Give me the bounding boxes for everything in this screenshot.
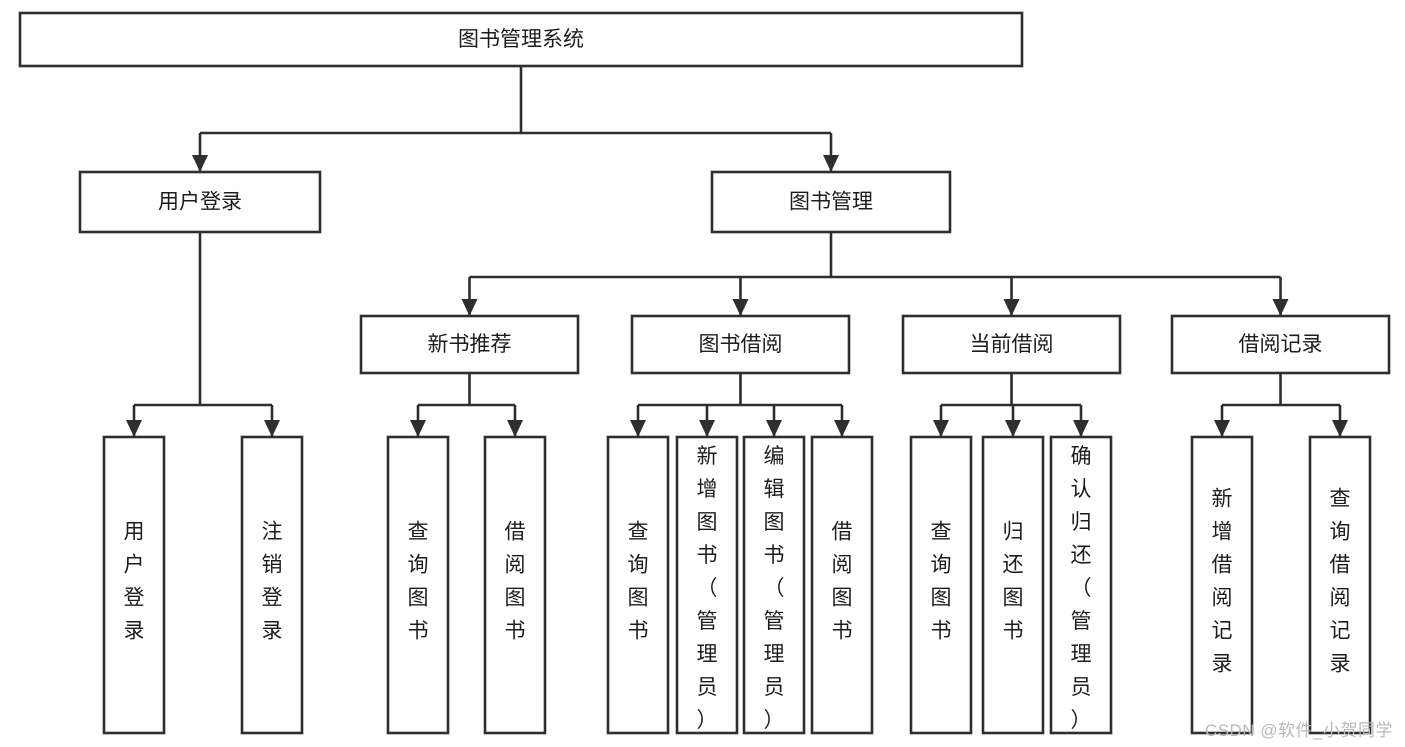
node-leaf-10[interactable]: 确认归还（管理员） [1049,435,1113,735]
arrow-head-icon [630,420,646,437]
node-level3-1-label: 图书借阅 [699,333,783,356]
node-leaf-8-box [909,435,973,735]
node-level3-1-box [630,314,851,375]
node-leaf-2-box [386,435,450,735]
arrow-head-icon [766,420,782,437]
node-level2-0[interactable]: 用户登录 [78,170,322,234]
node-leaf-8-label: 查询图书 [931,521,952,643]
arrow-head-icon [823,155,839,172]
node-leaf-5-box [675,435,739,735]
node-level3-2[interactable]: 当前借阅 [901,314,1122,375]
node-leaf-12-box [1308,435,1372,735]
arrow-head-icon [410,420,426,437]
node-leaf-12-label: 查询借阅记录 [1330,488,1351,676]
csdn-watermark: CSDN @软件_小贺同学 [1204,721,1393,740]
node-layer: 图书管理系统用户登录图书管理新书推荐图书借阅当前借阅借阅记录用户登录注销登录查询… [18,11,1391,735]
arrow-head-icon [1003,299,1020,316]
node-level2-1-label: 图书管理 [789,191,873,214]
node-leaf-9-box [981,435,1045,735]
node-leaf-8[interactable]: 查询图书 [909,435,973,735]
node-leaf-10-label: 确认归还（管理员） [1071,445,1092,732]
node-leaf-9-label: 归还图书 [1003,521,1024,643]
node-leaf-2[interactable]: 查询图书 [386,435,450,735]
arrow-head-icon [264,420,280,437]
node-leaf-11-label: 新增借阅记录 [1212,488,1233,676]
arrow-head-icon [732,299,749,316]
node-level3-3[interactable]: 借阅记录 [1170,314,1391,375]
node-root-label: 图书管理系统 [458,28,584,51]
arrow-head-icon [1214,420,1230,437]
node-level3-1[interactable]: 图书借阅 [630,314,851,375]
arrow-head-icon [507,420,523,437]
node-leaf-4-box [606,435,670,735]
node-level3-3-label: 借阅记录 [1239,333,1323,356]
node-leaf-11[interactable]: 新增借阅记录 [1190,435,1254,735]
connector-layer [126,66,1348,437]
node-leaf-3-box [483,435,547,735]
node-root-box [18,11,1024,68]
arrow-head-icon [1272,299,1289,316]
node-leaf-6-label: 编辑图书（管理员） [764,445,785,732]
arrow-head-icon [933,420,949,437]
node-leaf-0[interactable]: 用户登录 [102,435,166,735]
node-leaf-6-box [742,435,806,735]
node-level2-0-box [78,170,322,234]
node-leaf-9[interactable]: 归还图书 [981,435,1045,735]
node-level3-0[interactable]: 新书推荐 [359,314,580,375]
node-leaf-7-label: 借阅图书 [832,521,853,643]
node-level2-0-label: 用户登录 [158,191,242,214]
node-leaf-1-label: 注销登录 [262,521,283,643]
arrow-head-icon [461,299,478,316]
node-level3-0-box [359,314,580,375]
node-leaf-3-label: 借阅图书 [505,521,526,643]
node-level3-3-box [1170,314,1391,375]
node-level2-1[interactable]: 图书管理 [710,170,952,234]
node-leaf-6[interactable]: 编辑图书（管理员） [742,435,806,735]
arrow-head-icon [699,420,715,437]
node-level3-2-box [901,314,1122,375]
arrow-head-icon [834,420,850,437]
node-leaf-0-label: 用户登录 [124,521,145,643]
arrow-head-icon [1332,420,1348,437]
node-level2-1-box [710,170,952,234]
node-leaf-0-box [102,435,166,735]
node-leaf-3[interactable]: 借阅图书 [483,435,547,735]
node-leaf-5[interactable]: 新增图书（管理员） [675,435,739,735]
arrow-head-icon [192,155,208,172]
arrow-head-icon [126,420,142,437]
node-level3-0-label: 新书推荐 [428,333,512,356]
arrow-head-icon [1005,420,1021,437]
node-leaf-7-box [810,435,874,735]
node-leaf-4-label: 查询图书 [628,521,649,643]
node-root[interactable]: 图书管理系统 [18,11,1024,68]
node-leaf-1[interactable]: 注销登录 [240,435,304,735]
node-leaf-10-box [1049,435,1113,735]
node-leaf-12[interactable]: 查询借阅记录 [1308,435,1372,735]
node-level3-2-label: 当前借阅 [970,333,1054,356]
node-leaf-1-box [240,435,304,735]
node-leaf-11-box [1190,435,1254,735]
arrow-head-icon [1073,420,1089,437]
node-leaf-5-label: 新增图书（管理员） [697,445,718,732]
node-leaf-4[interactable]: 查询图书 [606,435,670,735]
node-leaf-2-label: 查询图书 [408,521,429,643]
node-leaf-7[interactable]: 借阅图书 [810,435,874,735]
